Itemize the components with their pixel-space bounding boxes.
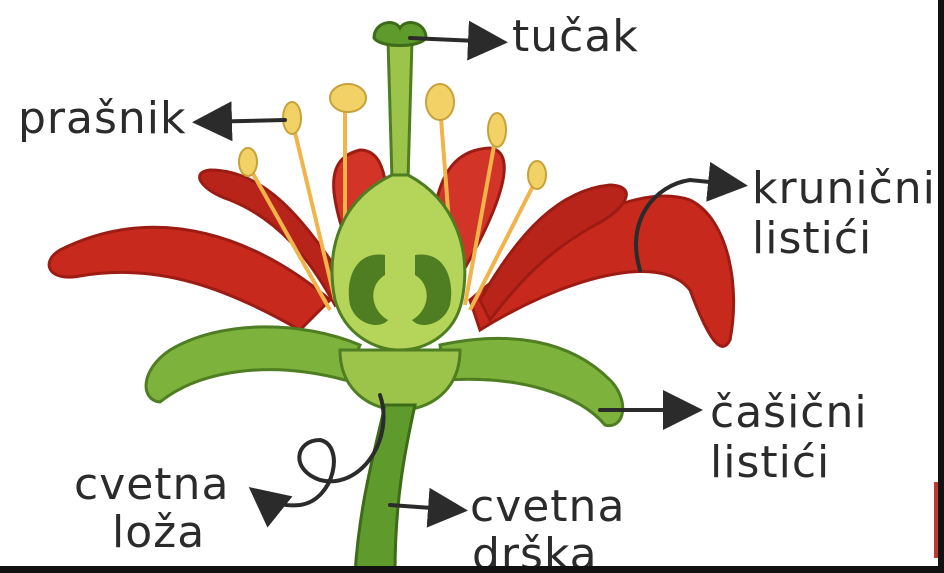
anther bbox=[239, 148, 257, 176]
anther bbox=[488, 113, 506, 147]
right-border bbox=[938, 0, 944, 573]
style bbox=[388, 40, 412, 180]
anther bbox=[283, 102, 301, 134]
petal-left bbox=[49, 227, 330, 330]
label-krunicni-listici-line1: krunični bbox=[752, 166, 936, 212]
bottom-border bbox=[0, 566, 944, 573]
anther bbox=[330, 84, 366, 112]
label-casicni-listici-line2: listići bbox=[710, 440, 830, 486]
receptacle bbox=[340, 350, 460, 410]
label-prasnik: prašnik bbox=[18, 96, 187, 142]
anther bbox=[426, 84, 454, 120]
red-edge-mark bbox=[934, 482, 938, 558]
label-cvetna-loza-line2: loža bbox=[112, 510, 205, 556]
arrow-prasnik bbox=[200, 120, 285, 122]
sepal-left bbox=[146, 327, 360, 402]
stigma bbox=[374, 23, 426, 46]
anther bbox=[528, 161, 546, 189]
stem bbox=[355, 405, 415, 573]
sepal-right bbox=[440, 338, 623, 425]
arrow-cvetna-loza bbox=[255, 395, 384, 505]
label-casicni-listici-line1: čašični bbox=[710, 390, 868, 436]
label-krunicni-listici-line2: listići bbox=[752, 216, 872, 262]
label-cvetna-drska-line1: cvetna bbox=[470, 484, 625, 530]
arrow-cvetna-drska bbox=[390, 505, 460, 510]
label-cvetna-loza-line1: cvetna bbox=[74, 462, 229, 508]
label-tucak: tučak bbox=[512, 14, 639, 60]
